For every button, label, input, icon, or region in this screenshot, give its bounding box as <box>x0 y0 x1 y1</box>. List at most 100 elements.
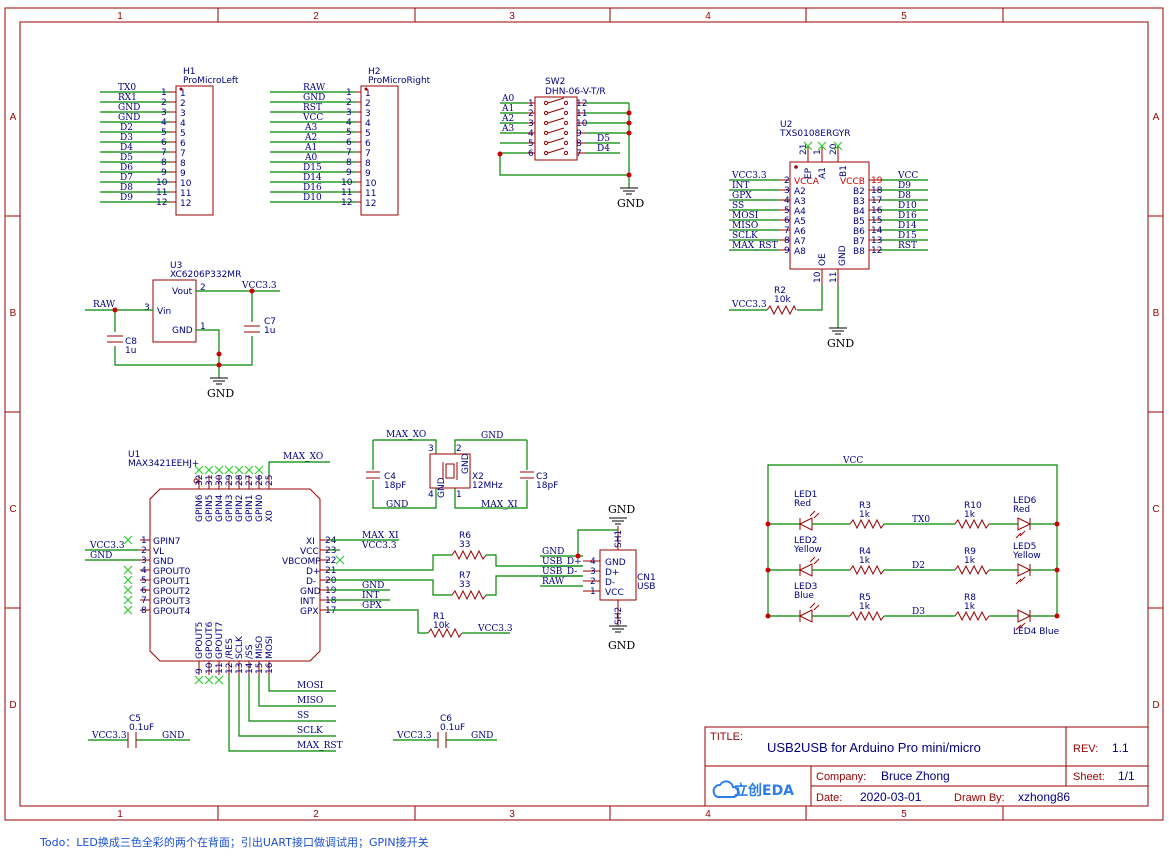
r1-ref: R1 <box>433 612 445 622</box>
pin-number: 9 <box>195 668 205 674</box>
capacitor-c5[interactable]: C5 0.1uF VCC3.3 GND <box>88 714 190 748</box>
sw2-ref: SW2 <box>545 77 565 87</box>
grid-row-b-right: B <box>1153 308 1160 319</box>
pin-number: 3 <box>161 108 167 118</box>
pin-number: 13 <box>871 236 882 246</box>
resistor-r2[interactable]: R2 10k VCC3.3 <box>729 286 797 316</box>
pin-number: 3 <box>141 556 147 566</box>
cn1-gnd-top: GND <box>608 503 635 516</box>
c8-ref: C8 <box>125 337 137 347</box>
net-label: VCC3.3 <box>731 171 767 181</box>
regulator-u3[interactable]: U3 XC6206P332MR Vout Vin GND 2 3 1 RAW V… <box>85 261 280 400</box>
u2-body <box>789 161 870 270</box>
net-label: D4 <box>120 143 133 153</box>
capacitor-c7[interactable]: C7 1u <box>244 317 276 336</box>
pin-name: 1 <box>365 89 371 99</box>
nc-mark <box>123 565 133 575</box>
schematic-sheet: 1 2 3 4 5 1 2 3 4 5 A B C D A B C D H1 P… <box>4 7 1164 821</box>
nc-mark <box>224 465 234 475</box>
u3-vin: Vin <box>157 307 171 317</box>
net-label: GPX <box>362 601 382 611</box>
pin-name: 7 <box>180 149 186 159</box>
pin-number: 11 <box>215 663 225 674</box>
capacitor-c8[interactable]: C8 1u <box>107 335 137 356</box>
net-label: A2 <box>501 114 514 124</box>
u3-gnd-wire <box>196 329 220 378</box>
capacitor-c4[interactable]: C4 18pF <box>366 471 406 491</box>
led-color: Yellow <box>793 545 822 555</box>
pin-name: GPIN0 <box>255 494 265 522</box>
crystal-x2[interactable]: MAX_XO GND GND MAX_XI X2 12MHz 3 2 4 1 G… <box>372 430 528 510</box>
pin-name: VL <box>153 547 164 557</box>
pin-number: 12 <box>341 198 352 208</box>
sw2-value: DHN-06-V-T/R <box>545 87 606 97</box>
u2-top-pin: 20 <box>829 143 839 155</box>
r1-net: VCC3.3 <box>477 624 513 634</box>
grid-col-2-bottom: 2 <box>313 809 319 820</box>
pin-name: 5 <box>180 129 186 139</box>
c6-left-net: VCC3.3 <box>396 731 432 741</box>
u1-net-vl: VCC3.3 <box>89 541 125 551</box>
net-label: RAW <box>303 83 326 93</box>
pin-number: 10 <box>156 178 168 188</box>
resistor-ref: R9 <box>964 547 976 557</box>
pin-name: GPX <box>300 607 319 617</box>
junction <box>626 130 632 136</box>
net-label: A0 <box>501 94 514 104</box>
pin-name: GPOUT0 <box>153 567 191 577</box>
pin-number: 29 <box>225 474 235 486</box>
net-label: TX0 <box>118 83 136 93</box>
pin-number: 16 <box>871 206 883 216</box>
nc-mark <box>817 141 827 151</box>
pin-number: 5 <box>161 128 167 138</box>
r2-ref: R2 <box>774 286 786 296</box>
resistor-body <box>954 518 990 530</box>
pin-number: 9 <box>346 168 352 178</box>
grid-lines <box>5 8 1163 820</box>
grid-col-1: 1 <box>117 11 123 22</box>
pin-number: 9 <box>784 246 790 256</box>
capacitor-c3[interactable]: C3 18pF <box>520 471 558 491</box>
pin-number: 2 <box>590 577 596 587</box>
pin-number: 32 <box>195 475 205 486</box>
capacitor-c6[interactable]: C6 0.1uF VCC3.3 GND <box>393 714 497 748</box>
pin-name: GPIN2 <box>235 494 245 522</box>
h1-value: ProMicroLeft <box>183 76 239 86</box>
pin1-dot <box>179 87 183 91</box>
u2-pin1-dot <box>794 165 798 169</box>
resistor-body <box>849 610 885 622</box>
pin-name: VCC <box>300 547 319 557</box>
net-label: GND <box>542 547 564 557</box>
pin-number: 20 <box>325 576 337 586</box>
pin-number: 4 <box>346 118 352 128</box>
nc-mark <box>194 465 204 475</box>
pin-number: 7 <box>161 148 167 158</box>
net-label: INT <box>362 591 379 601</box>
sw2-left-gnd-wire <box>499 154 629 176</box>
h1-body <box>175 85 214 216</box>
pin-name: 10 <box>365 179 377 189</box>
logo-icon: 立创EDA <box>712 780 794 799</box>
pin-number: 12 <box>871 246 882 256</box>
net-label: D14 <box>303 173 322 183</box>
usb-series-resistors[interactable]: R6 33 R7 33 R1 10k VCC3.3 <box>330 531 583 639</box>
u2-top-name: A1 <box>818 167 828 179</box>
pin-name: 9 <box>180 169 186 179</box>
pin-name: GPOUT4 <box>153 607 191 617</box>
pin-number: 7 <box>576 149 582 159</box>
led-ref-color: LED4 Blue <box>1013 627 1060 637</box>
pin-number: 2 <box>141 546 147 556</box>
grid-row-b: B <box>10 308 17 319</box>
pin-name: D- <box>605 578 615 588</box>
grid-row-d: D <box>9 700 16 711</box>
pin1-dot <box>364 87 368 91</box>
